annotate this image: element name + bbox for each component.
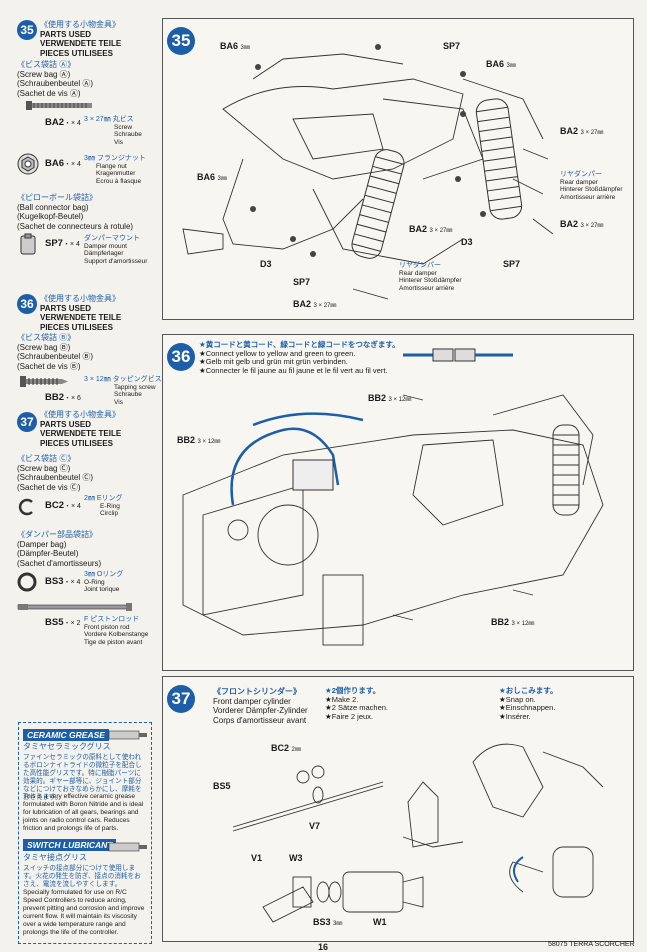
part-bc2-desc: 2㎜ Eリング E-Ring Circlip — [84, 495, 123, 517]
step-36-parts-header: 《使用する小物金具》 PARTS USED VERWENDETE TEILE P… — [40, 294, 122, 332]
part-bs5-desc: F ピストンロッド Front piston rod Vordere Kolbe… — [84, 616, 149, 646]
e-ring-icon — [18, 498, 33, 516]
switch-lubricant-jp-body: スイッチの接点部分につけて使用します。火花の発生を防ぎ、接点の消耗をおさえ、電流… — [23, 865, 141, 888]
label-ba2-center: BA2 3 × 27㎜ — [409, 224, 453, 234]
step-36-screw-bag: 《ビス袋詰 Ⓑ》 (Screw bag Ⓑ) (Schraubenbeutel … — [17, 333, 94, 371]
part-sp7-desc: ダンパーマウント Damper mount Dämpferlager Suppo… — [84, 235, 148, 265]
chassis-wiring-drawing — [182, 394, 604, 646]
label-sp7-right: SP7 — [503, 259, 521, 269]
step-36-badge: 36 — [17, 294, 37, 314]
label-sp7-bottom: SP7 — [293, 277, 311, 287]
connector-detail-drawing — [403, 348, 513, 362]
label-d3-left: D3 — [260, 259, 272, 269]
switch-lubricant-en-body: Specially formulated for use on R/C Spee… — [23, 889, 145, 936]
label-bs5: BS5 — [213, 781, 231, 791]
switch-lubricant-jp-name: タミヤ接点グリス — [23, 853, 87, 862]
step-35-parts-header: 《使用する小物金具》 PARTS USED VERWENDETE TEILE P… — [40, 20, 122, 58]
step-35-diagram-panel: 35 BA6 3㎜ SP7 BA6 3㎜ BA2 3 × 27㎜ BA6 3㎜ … — [162, 18, 634, 320]
grease-info-box: CERAMIC GREASE タミヤセラミックグリス ファインセラミックの原料と… — [18, 722, 152, 944]
label-ba6-left: BA6 3㎜ — [197, 172, 227, 182]
step-36-diagram-badge: 36 — [167, 343, 195, 371]
label-rear-damper-right: リヤダンパー Rear damper Hinterer Stoßdämpfer … — [560, 171, 623, 201]
model-name: 58075 TERRA SCORCHER — [548, 941, 635, 948]
label-bb2-left: BB2 3 × 12㎜ — [177, 435, 221, 445]
label-ba6-top-left: BA6 3㎜ — [220, 41, 250, 51]
tapping-screw-icon — [20, 376, 68, 387]
label-d3-center: D3 — [461, 237, 473, 247]
label-w3: W3 — [289, 853, 303, 863]
step-36-diagram-panel: 36 ★黄コードと黄コード、緑コードと緑コードをつなぎます。 ★Connect … — [162, 334, 634, 671]
o-ring-icon — [17, 572, 37, 592]
label-ba6-top-right: BA6 3㎜ — [486, 59, 516, 69]
label-bs3: BS3 3㎜ — [313, 917, 343, 927]
snap-on-note: ★おしこみます。 ★Snap on. ★Einschnappen. ★Insér… — [499, 686, 558, 721]
label-w1: W1 — [373, 917, 387, 927]
label-bb2-top: BB2 3 × 12㎜ — [368, 393, 412, 403]
label-v7: V7 — [309, 821, 321, 831]
step-35-screw-bag: 《ビス袋詰 Ⓐ》 (Screw bag Ⓐ) (Schraubenbeutel … — [17, 60, 94, 98]
part-bs3-desc: 3㎜ Oリング O-Ring Joint torique — [84, 571, 124, 593]
step-37-diagram-badge: 37 — [167, 685, 195, 713]
make-two-note: ★2個作ります。 ★Make 2. ★2 Sätze machen. ★Fair… — [325, 686, 389, 721]
damper-assembly-drawing — [232, 743, 604, 923]
ceramic-grease-jp-body: ファインセラミックの原料として使われるボロンナイトライドの微粒子を配合した高性能… — [23, 754, 142, 801]
step-36-wiring-note: ★黄コードと黄コード、緑コードと緑コードをつなぎます。 ★Connect yel… — [199, 340, 400, 375]
front-cylinder-title: 《フロントシリンダー》 Front damper cylinder Vorder… — [213, 687, 308, 725]
part-bs5-code: BS5・× 2 — [45, 617, 81, 628]
step-37-diagram-panel: 37 《フロントシリンダー》 Front damper cylinder Vor… — [162, 676, 634, 942]
switch-lubricant-title: SWITCH LUBRICANT — [23, 839, 117, 851]
part-ba6-code: BA6・× 4 — [45, 158, 81, 169]
label-bb2-bottom: BB2 3 × 12㎜ — [491, 617, 535, 627]
part-bb2-code: BB2・× 6 — [45, 392, 81, 403]
step-37-parts-header: 《使用する小物金具》 PARTS USED VERWENDETE TEILE P… — [40, 410, 122, 448]
label-ba2-right: BA2 3 × 27㎜ — [560, 126, 604, 136]
step-37-damper-bag: 《ダンパー部品袋詰》 (Damper bag) (Dämpfer-Beutel)… — [17, 530, 102, 568]
label-sp7-top: SP7 — [443, 41, 461, 51]
label-rear-damper-center: リヤダンパー Rear damper Hinterer Stoßdämpfer … — [399, 262, 462, 292]
part-sp7-code: SP7・× 4 — [45, 238, 80, 249]
label-ba2-bottom: BA2 3 × 27㎜ — [293, 299, 337, 309]
step-37-badge: 37 — [17, 412, 37, 432]
part-ba2-code: BA2・× 4 — [45, 117, 81, 128]
label-bc2: BC2 2㎜ — [271, 743, 301, 753]
ceramic-grease-jp-name: タミヤセラミックグリス — [23, 742, 111, 751]
part-ba6-desc: 3㎜ フランジナット Flange nut Kragenmutter Ecrou… — [84, 155, 146, 185]
ceramic-grease-en-body: This is a very effective ceramic grease … — [23, 793, 144, 832]
ceramic-grease-title: CERAMIC GREASE — [23, 729, 109, 741]
step-35-diagram-badge: 35 — [167, 27, 195, 55]
step-37-screw-bag: 《ビス袋詰 Ⓒ》 (Screw bag Ⓒ) (Schraubenbeutel … — [17, 454, 94, 492]
part-bs3-code: BS3・× 4 — [45, 576, 81, 587]
label-ba2-right-lower: BA2 3 × 27㎜ — [560, 219, 604, 229]
rear-suspension-drawing — [182, 44, 554, 300]
step-35-ball-connector-bag: 《ピローボール袋詰》 (Ball connector bag) (Kugelko… — [17, 193, 134, 231]
grease-tube-icon — [108, 730, 147, 740]
label-v1: V1 — [251, 853, 263, 863]
damper-mount-icon — [20, 233, 36, 255]
part-ba2-desc: 3 × 27㎜ 丸ビス Screw Schraube Vis — [84, 116, 142, 146]
part-bc2-code: BC2・× 4 — [45, 500, 81, 511]
flange-nut-icon — [17, 153, 39, 175]
screw-icon — [26, 101, 92, 110]
page-number: 16 — [318, 942, 329, 952]
piston-rod-icon — [17, 603, 132, 611]
part-bb2-desc: 3 × 12㎜ タッピングビス Tapping screw Schraube V… — [84, 376, 162, 406]
lubricant-tube-icon — [108, 842, 147, 852]
step-35-badge: 35 — [17, 20, 37, 40]
